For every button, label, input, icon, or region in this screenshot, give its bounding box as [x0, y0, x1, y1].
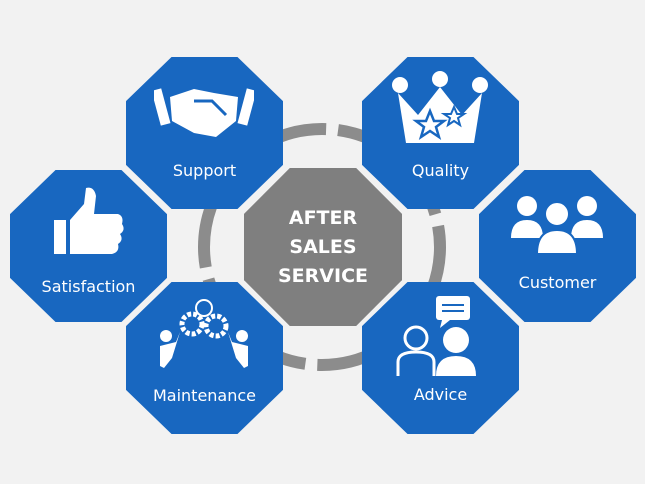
handshake-icon: [154, 88, 254, 137]
node-label: Support: [172, 161, 237, 180]
node-customer: Customer: [479, 170, 636, 322]
people-icon: [511, 196, 603, 255]
center-octagon: AFTER SALES SERVICE: [244, 168, 402, 326]
node-advice: Advice: [362, 282, 519, 434]
gears-people-icon: [160, 299, 248, 368]
thumbs-up-icon: [54, 187, 124, 254]
crown-icon: [392, 71, 488, 143]
node-maintenance: Maintenance: [126, 282, 283, 434]
node-satisfaction: Satisfaction: [10, 170, 167, 322]
node-label: Advice: [413, 385, 468, 404]
node-quality: Quality: [362, 57, 519, 209]
node-label: Quality: [411, 161, 470, 180]
node-label: Customer: [518, 273, 597, 292]
node-support: Support: [126, 57, 283, 209]
node-label: Satisfaction: [41, 277, 136, 296]
node-label: Maintenance: [152, 386, 257, 405]
speech-people-icon: [396, 296, 476, 376]
center-line-1: AFTER: [288, 206, 358, 229]
center-line-3: SERVICE: [278, 264, 368, 287]
center-line-2: SALES: [289, 235, 357, 258]
